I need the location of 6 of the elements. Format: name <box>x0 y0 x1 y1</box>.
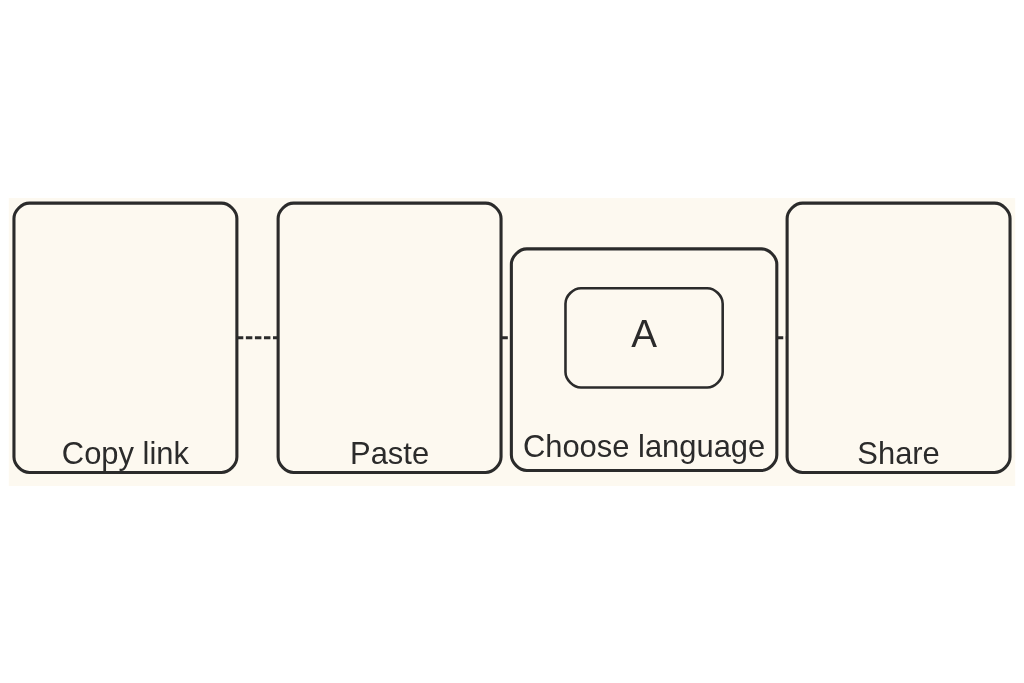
connector <box>236 335 278 339</box>
node-box: A <box>564 286 724 389</box>
node-box: Share <box>785 201 1012 474</box>
node-box: Copy link <box>12 201 239 474</box>
connector <box>776 335 787 339</box>
node-box: Paste <box>276 201 503 474</box>
